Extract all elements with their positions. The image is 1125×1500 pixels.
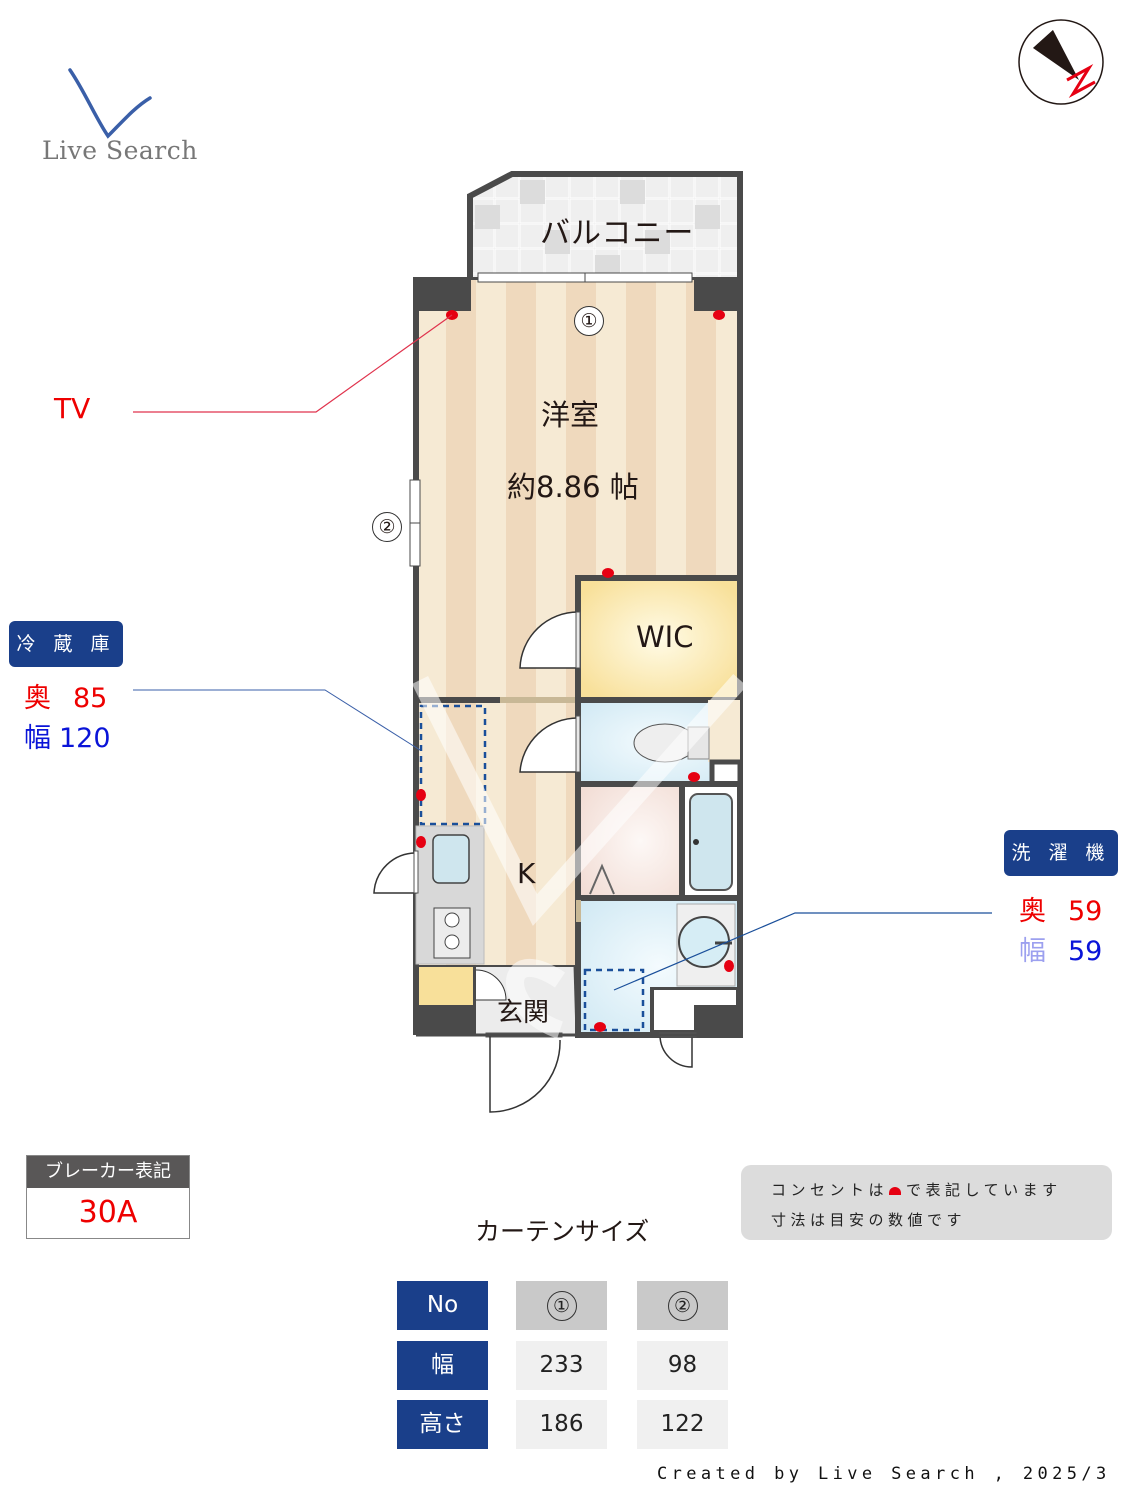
balcony-label: バルコニー — [540, 216, 695, 251]
window-marker-1: ① — [574, 306, 604, 336]
western-room-size: 約8.86 帖 — [507, 470, 639, 504]
footer-credit: Created by Live Search , 2025/3 — [657, 1464, 1111, 1484]
logo-text: Live Search — [42, 136, 198, 165]
curtain-col2-height: 122 — [637, 1400, 728, 1449]
compass — [1017, 18, 1105, 106]
outlet-icon — [889, 1187, 902, 1195]
kitchen-label: K — [517, 857, 536, 890]
floor-plan — [133, 171, 992, 1113]
legend-note-line2: 寸法は目安の数値です — [771, 1211, 967, 1229]
fridge-callout-title: 冷 蔵 庫 — [9, 621, 123, 667]
curtain-col2-width: 98 — [637, 1341, 728, 1390]
breaker-value: 30A — [27, 1188, 189, 1238]
washer-callout-title: 洗 濯 機 — [1004, 830, 1118, 876]
fridge-callout-line — [133, 689, 421, 751]
curtain-col1-no: ① — [516, 1281, 607, 1330]
curtain-header-width: 幅 — [397, 1341, 488, 1390]
breaker-box: ブレーカー表記 30A — [26, 1155, 190, 1239]
curtain-header-height: 高さ — [397, 1400, 488, 1449]
legend-note-line1: コンセントはで表記しています — [771, 1181, 1062, 1199]
curtain-size-title: カーテンサイズ — [475, 1217, 650, 1246]
curtain-col1-width: 233 — [516, 1341, 607, 1390]
logo-v-mark-icon — [68, 68, 152, 139]
curtain-col1-height: 186 — [516, 1400, 607, 1449]
curtain-col2-no: ② — [637, 1281, 728, 1330]
balcony — [467, 171, 743, 283]
western-room-label: 洋室 — [541, 398, 600, 432]
wic-label: WIC — [636, 620, 694, 654]
live-search-logo: Live Search — [40, 62, 210, 172]
outlet-markers — [416, 310, 734, 1032]
tv-callout-label: TV — [54, 392, 91, 425]
compass-north-icon — [1018, 19, 1104, 105]
window-marker-2: ② — [372, 512, 402, 542]
legend-note: コンセントはで表記しています 寸法は目安の数値です — [741, 1165, 1112, 1240]
entrance-label: 玄関 — [497, 998, 550, 1028]
curtain-header-no: No — [397, 1281, 488, 1330]
breaker-label: ブレーカー表記 — [27, 1156, 189, 1188]
tv-callout-line — [133, 314, 453, 413]
washer-callout-line — [613, 912, 992, 991]
